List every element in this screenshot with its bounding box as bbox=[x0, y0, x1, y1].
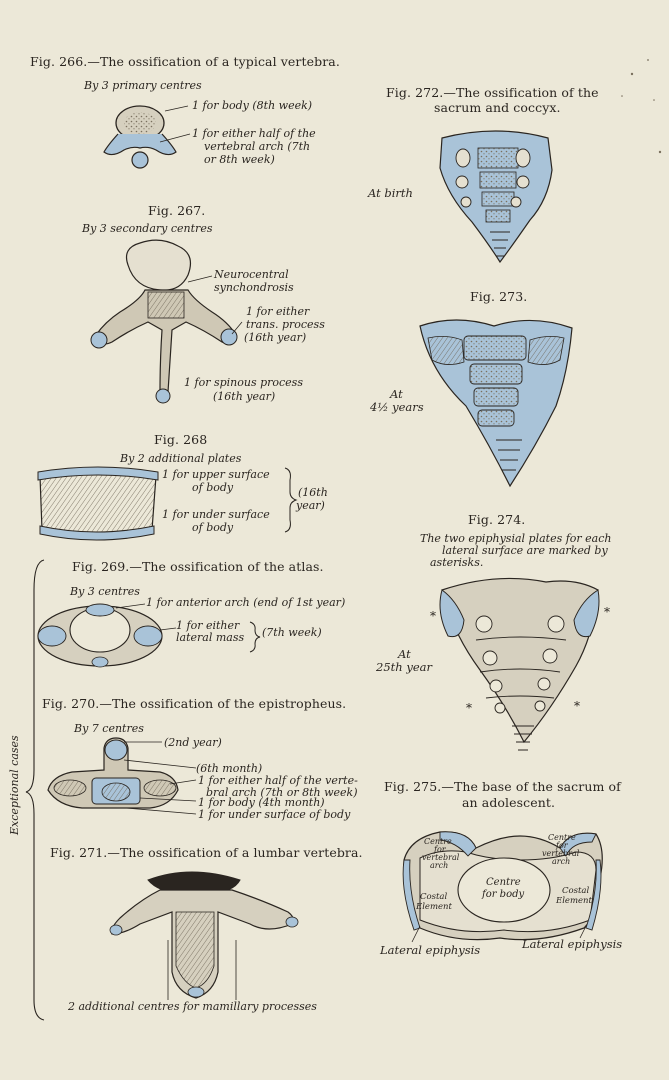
fig274-asterisk-upper-left: * bbox=[430, 609, 436, 623]
fig271-lumbar-drawing bbox=[109, 871, 299, 1000]
fig268-label-time-1: (16th bbox=[298, 486, 328, 499]
fig274-note-2: lateral surface are marked by bbox=[442, 544, 608, 557]
fig266-label-arch-2: vertebral arch (7th bbox=[204, 140, 311, 153]
fig269-label-lat-time: (7th week) bbox=[262, 626, 322, 639]
exceptional-cases-brace bbox=[25, 559, 45, 1021]
fig275-label-centre-arch-l-1: Centre bbox=[424, 837, 452, 846]
fig275-label-centre-body-2: for body bbox=[482, 889, 525, 900]
fig275-label-centre-arch-r-3: vertebral bbox=[542, 849, 580, 858]
fig275-label-costal-r-2: Element bbox=[556, 896, 592, 906]
fig274-note-3: asterisks. bbox=[430, 556, 484, 569]
fig274-asterisk-upper-right: * bbox=[604, 605, 610, 619]
fig272-caption-2: sacrum and coccyx. bbox=[434, 100, 561, 115]
fig269-label-lat-2: lateral mass bbox=[176, 631, 245, 644]
fig275-label-centre-arch-l-4: arch bbox=[430, 861, 449, 870]
fig275-label-centre-arch-r-1: Centre bbox=[548, 833, 576, 842]
fig270-label-body: 1 for body (4th month) bbox=[198, 796, 325, 809]
fig266-label-arch-1: 1 for either half of the bbox=[192, 127, 316, 140]
fig274-sacrum-drawing bbox=[439, 577, 600, 751]
fig268-label-time-2: year) bbox=[296, 499, 325, 512]
fig269-atlas-drawing bbox=[37, 603, 261, 668]
fig275-caption-2: an adolescent. bbox=[462, 795, 556, 810]
fig273-label-years: 4½ years bbox=[370, 400, 424, 414]
exceptional-cases-label: Exceptional cases bbox=[8, 735, 21, 835]
fig268-label-under-1: 1 for under surface bbox=[162, 508, 270, 521]
fig267-label-spin-1: 1 for spinous process bbox=[184, 376, 303, 389]
fig268-caption: Fig. 268 bbox=[154, 432, 208, 447]
fig272-label-birth: At birth bbox=[368, 186, 413, 200]
fig273-sacrum-drawing bbox=[419, 319, 573, 488]
fig273-caption: Fig. 273. bbox=[470, 289, 528, 304]
fig271-label-mamillary: 2 additional centres for mamillary proce… bbox=[68, 1000, 317, 1013]
fig274-note-1: The two epiphysial plates for each bbox=[420, 532, 612, 545]
fig267-caption: Fig. 267. bbox=[148, 203, 206, 218]
fig275-label-costal-l-1: Costal bbox=[420, 892, 448, 902]
fig269-label-ant: 1 for anterior arch (end of 1st year) bbox=[146, 596, 346, 609]
fig274-asterisk-lower-right: * bbox=[574, 699, 580, 713]
fig270-label-arch-2: bral arch (7th or 8th week) bbox=[206, 786, 358, 799]
fig272-sacrum-drawing bbox=[439, 130, 553, 264]
fig269-label-lat-1: 1 for either bbox=[176, 619, 240, 632]
fig269-subtitle: By 3 centres bbox=[70, 585, 140, 598]
fig267-subtitle: By 3 secondary centres bbox=[82, 222, 213, 235]
fig267-label-trans-3: (16th year) bbox=[244, 331, 307, 344]
fig266-label-arch-3: or 8th week) bbox=[204, 153, 275, 166]
fig267-label-trans-2: trans. process bbox=[246, 318, 325, 331]
fig267-vertebra-drawing bbox=[90, 239, 243, 404]
fig274-caption: Fig. 274. bbox=[468, 512, 526, 527]
fig274-asterisk-lower-left: * bbox=[466, 701, 472, 715]
fig275-sacrum-base-drawing bbox=[402, 831, 603, 943]
fig270-label-arch-1: 1 for either half of the verte- bbox=[198, 774, 358, 787]
fig268-label-upper-2: of body bbox=[192, 481, 234, 494]
fig268-label-under-2: of body bbox=[192, 521, 234, 534]
fig275-label-centre-arch-r-4: arch bbox=[552, 857, 571, 866]
fig275-label-costal-r-1: Costal bbox=[562, 886, 590, 896]
fig268-label-upper-1: 1 for upper surface bbox=[162, 468, 270, 481]
paper-specks bbox=[621, 59, 662, 154]
fig270-epistropheus-drawing bbox=[47, 737, 197, 815]
fig272-caption-1: Fig. 272.—The ossification of the bbox=[386, 85, 599, 100]
fig275-label-costal-l-2: Element bbox=[416, 902, 452, 912]
fig275-label-centre-arch-l-2: for bbox=[434, 845, 446, 854]
fig274-label-at: At bbox=[398, 647, 411, 661]
fig267-label-spin-2: (16th year) bbox=[213, 390, 276, 403]
fig275-label-lateral-left: Lateral epiphysis bbox=[380, 943, 481, 957]
fig267-label-neuro-1: Neurocentral bbox=[214, 268, 289, 281]
fig274-label-year: 25th year bbox=[376, 660, 432, 674]
fig271-caption: Fig. 271.—The ossification of a lumbar v… bbox=[50, 845, 363, 860]
fig270-subtitle: By 7 centres bbox=[74, 722, 144, 735]
fig270-caption: Fig. 270.—The ossification of the epistr… bbox=[42, 696, 347, 711]
fig270-label-under: 1 for under surface of body bbox=[198, 808, 351, 821]
fig266-vertebra-drawing bbox=[103, 105, 191, 169]
fig270-label-6th: (6th month) bbox=[196, 762, 263, 775]
fig269-caption: Fig. 269.—The ossification of the atlas. bbox=[72, 559, 324, 574]
fig275-label-centre-body-1: Centre bbox=[486, 877, 521, 888]
fig275-label-centre-arch-l-3: vertebral bbox=[422, 853, 460, 862]
fig266-label-body: 1 for body (8th week) bbox=[192, 99, 313, 112]
fig266-caption: Fig. 266.—The ossification of a typical … bbox=[30, 54, 340, 69]
fig268-subtitle: By 2 additional plates bbox=[120, 452, 242, 465]
fig268-body-drawing bbox=[37, 466, 298, 541]
fig275-label-lateral-right: Lateral epiphysis bbox=[522, 937, 623, 951]
fig275-label-centre-arch-r-2: for bbox=[556, 841, 568, 850]
fig275-caption-1: Fig. 275.—The base of the sacrum of bbox=[384, 779, 621, 794]
fig273-label-at: At bbox=[390, 387, 403, 401]
fig267-label-trans-1: 1 for either bbox=[246, 305, 310, 318]
fig267-label-neuro-2: synchondrosis bbox=[214, 281, 294, 294]
fig270-label-2nd: (2nd year) bbox=[164, 736, 222, 749]
fig266-subtitle: By 3 primary centres bbox=[84, 79, 202, 92]
